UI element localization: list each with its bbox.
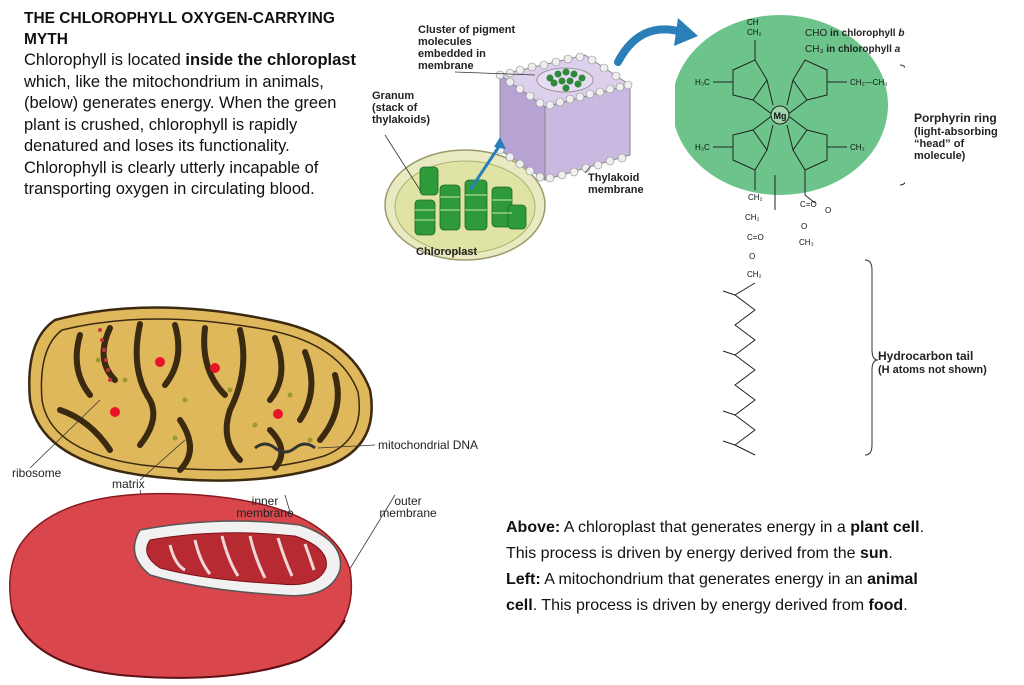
chlorophyll-a-note: CH₃ in chlorophyll a xyxy=(805,44,900,56)
mito-cristae xyxy=(57,321,341,473)
mito-inner-membrane xyxy=(40,318,360,471)
caption-left-bold-1: animal cell xyxy=(506,571,918,614)
tail-brace xyxy=(864,259,879,456)
phospholipid-heads xyxy=(495,52,633,183)
ribosome-label: ribosome xyxy=(12,466,62,480)
porphyrin-ring-title: Porphyrin ring xyxy=(914,111,997,125)
zoom-arrow-large xyxy=(614,18,698,66)
mg-atom xyxy=(770,105,790,125)
caption-block: Above: A chloroplast that generates ener… xyxy=(506,515,926,619)
svg-text:C=O: C=O xyxy=(800,200,817,209)
atp-synthase-dots xyxy=(98,328,112,382)
chlorophyll-b-var: b xyxy=(898,28,905,39)
ch3-label: CH₃ xyxy=(805,44,824,55)
intro-paragraph: Chlorophyll is located inside the chloro… xyxy=(24,50,364,201)
chloroplast-label: Chloroplast xyxy=(416,246,478,258)
svg-text:CH₃: CH₃ xyxy=(850,143,865,152)
tail-methyl-branches xyxy=(722,290,736,446)
chlorophyll-a-var: a xyxy=(894,44,901,55)
granum-label: Granum (stack of thylakoids) xyxy=(372,90,431,126)
ribosomes xyxy=(95,357,313,443)
svg-text:CH₃: CH₃ xyxy=(799,238,814,247)
svg-text:O: O xyxy=(749,252,755,261)
caption-above-text-1: A chloroplast that generates energy in a xyxy=(560,519,851,536)
porphyrin-ring-bonds xyxy=(713,40,847,210)
mitochondrion-illustration xyxy=(9,306,396,679)
porphyrin-brace xyxy=(899,64,905,186)
hydrocarbon-tail-title: Hydrocarbon tail xyxy=(878,349,974,363)
granum-stacks xyxy=(414,166,527,236)
cluster-label: Cluster of pigment molecules embedded in… xyxy=(418,24,516,72)
svg-text:H₃C: H₃C xyxy=(695,143,710,152)
intro-text-2: which, like the mitochondrium in animals… xyxy=(24,72,337,199)
hydrocarbon-tail xyxy=(734,282,756,456)
chlorophyll-b-note: CHO in chlorophyll b xyxy=(805,28,904,40)
svg-text:CH₂—CH₃: CH₂—CH₃ xyxy=(850,78,887,87)
caption-above-text-2: . This process is driven by energy deriv… xyxy=(506,519,925,562)
granum-callout-line xyxy=(384,134,421,191)
porphyrin-highlight xyxy=(675,15,888,195)
svg-text:CH₂: CH₂ xyxy=(747,28,762,37)
zoom-arrow-small xyxy=(468,144,502,191)
ribosome-callout xyxy=(29,399,101,469)
caption-left: Left: A mitochondrium that generates ene… xyxy=(506,567,926,619)
svg-text:C=O: C=O xyxy=(747,233,764,242)
thylakoid-membrane-label: Thylakoid membrane xyxy=(588,172,644,196)
intro-bold-chloroplast: inside the chloroplast xyxy=(185,51,356,69)
ch3-text: in chlorophyll xyxy=(823,44,895,55)
svg-text:CH₂: CH₂ xyxy=(745,213,760,222)
mito-red-granules xyxy=(110,357,283,419)
matrix-label: matrix xyxy=(112,477,145,491)
caption-above-text-3: . xyxy=(888,545,893,562)
svg-text:CH₂: CH₂ xyxy=(748,193,763,202)
intro-text-1: Chlorophyll is located xyxy=(24,51,186,69)
caption-left-text-1: A mitochondrium that generates energy in… xyxy=(540,571,868,588)
mito3d-shadow xyxy=(11,609,346,679)
matrix-callout xyxy=(139,439,186,481)
caption-above-label: Above: xyxy=(506,519,561,536)
mtdna-callout xyxy=(317,444,376,449)
caption-left-text-3: . xyxy=(903,597,908,614)
pigment-molecules xyxy=(546,68,586,92)
svg-text:O: O xyxy=(825,206,831,215)
caption-left-label: Left: xyxy=(506,571,541,588)
hydrocarbon-tail-desc: (H atoms not shown) xyxy=(878,364,987,376)
caption-left-bold-2: food xyxy=(868,597,904,614)
caption-above-bold-2: sun xyxy=(859,545,889,562)
intro-text-block: THE CHLOROPHYLL OXYGEN-CARRYING MYTH Chl… xyxy=(24,8,364,201)
mito-dna-strand xyxy=(254,442,316,454)
zoom-arrow-small-head xyxy=(494,137,506,149)
mg-label: Mg xyxy=(774,111,787,121)
svg-text:CH: CH xyxy=(747,18,759,27)
outer-membrane-label: outer membrane xyxy=(379,494,437,520)
porphyrin-ring-desc: (light-absorbing “head” of molecule) xyxy=(914,126,998,162)
mito3d-cristae xyxy=(168,535,316,579)
page-title: THE CHLOROPHYLL OXYGEN-CARRYING MYTH xyxy=(24,10,335,48)
caption-above-bold-1: plant cell xyxy=(850,519,920,536)
svg-text:H₃C: H₃C xyxy=(695,78,710,87)
caption-above: Above: A chloroplast that generates ener… xyxy=(506,515,926,567)
chloroplast-illustration xyxy=(384,52,633,261)
caption-left-text-2: . This process is driven by energy deriv… xyxy=(532,597,869,614)
thylakoid-callout-line xyxy=(584,166,591,174)
svg-text:CH₂: CH₂ xyxy=(747,270,762,279)
cho-text: in chlorophyll xyxy=(827,28,899,39)
cluster-callout-line xyxy=(454,71,536,76)
granum-lines xyxy=(415,194,512,221)
mito-dna-label: mitochondrial DNA xyxy=(378,438,479,452)
cho-label: CHO xyxy=(805,28,828,39)
inner-membrane-label: inner membrane xyxy=(236,494,294,520)
mito-outer-membrane xyxy=(28,306,373,482)
svg-text:O: O xyxy=(801,222,807,231)
